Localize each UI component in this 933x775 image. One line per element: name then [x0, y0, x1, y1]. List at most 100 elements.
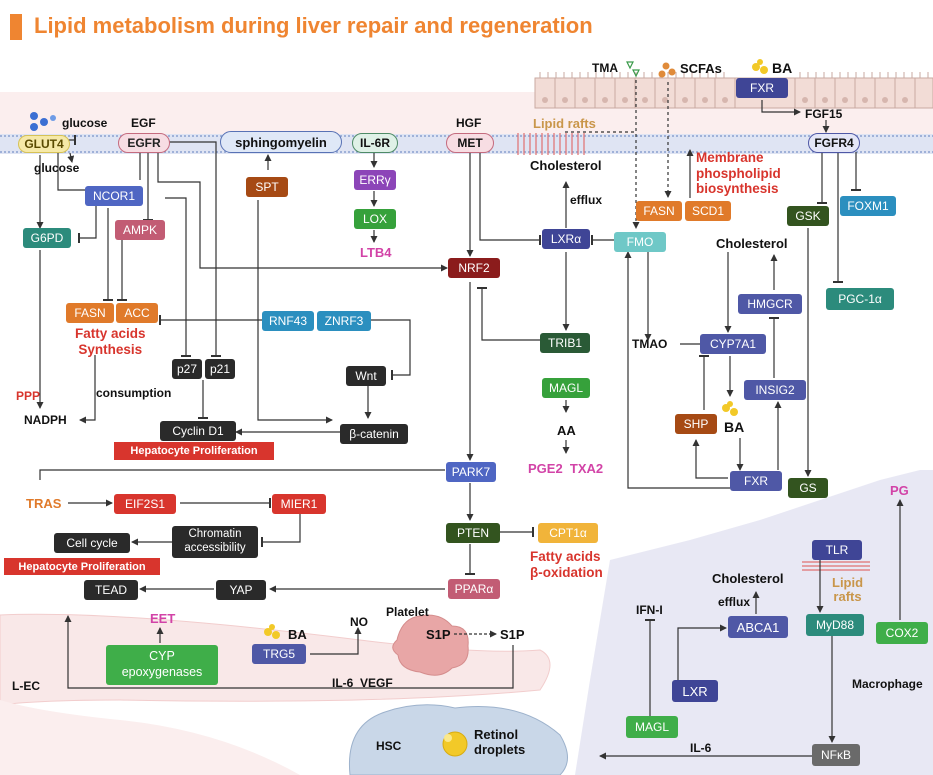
label-no: NO: [350, 615, 368, 629]
label-efflux-top: efflux: [570, 193, 603, 207]
node-trib1: TRIB1: [540, 333, 590, 353]
node-pten: PTEN: [446, 523, 500, 543]
label-ba-top: BA: [772, 60, 793, 76]
label-fatty-acids-oxidation: Fatty acids β-oxidation: [530, 549, 603, 580]
banner-hepatocyte-proliferation-1: Hepatocyte Proliferation: [114, 442, 274, 460]
node-rnf43: RNF43: [262, 311, 314, 331]
label-il6-bottom: IL-6: [690, 741, 712, 755]
label-il6-vegf: IL-6 VEGF: [332, 676, 393, 690]
label-membrane-phospholipid: Membrane phospholipid biosynthesis: [696, 150, 781, 197]
label-ltb4: LTB4: [360, 245, 392, 260]
node-fgfr4: FGFR4: [808, 133, 860, 153]
node-shp: SHP: [675, 414, 717, 434]
label-platelet: Platelet: [386, 605, 429, 619]
node-mier1: MIER1: [272, 494, 326, 514]
label-tras: TRAS: [26, 496, 62, 511]
node-fasn-left: FASN: [66, 303, 114, 323]
label-cholesterol-bottom: Cholesterol: [712, 571, 784, 586]
node-cpt1a: CPT1α: [538, 523, 598, 543]
node-met: MET: [446, 133, 494, 153]
label-efflux-bottom: efflux: [718, 595, 751, 609]
node-nfkb: NFκB: [812, 744, 860, 766]
node-glut4: GLUT4: [18, 135, 70, 153]
node-acc: ACC: [116, 303, 158, 323]
title-accent: [10, 14, 22, 40]
node-cyclin-d1: Cyclin D1: [160, 421, 236, 441]
label-pg: PG: [890, 483, 909, 498]
label-aa: AA: [557, 423, 576, 438]
node-chromatin: Chromatin accessibility: [172, 526, 258, 558]
node-ncor1: NCOR1: [85, 186, 143, 206]
node-lox: LOX: [354, 209, 396, 229]
node-fmo: FMO: [614, 232, 666, 252]
label-pge2: PGE2: [528, 461, 563, 476]
node-fasn-right: FASN: [636, 201, 682, 221]
node-sphingomyelin: sphingomyelin: [220, 131, 342, 153]
label-tma: TMA: [592, 61, 618, 75]
node-lxr: LXR: [672, 680, 718, 702]
label-lipid-rafts-top: Lipid rafts: [533, 116, 596, 131]
node-cox2: COX2: [876, 622, 928, 644]
label-ba-trg5: BA: [288, 627, 307, 642]
label-l-ec: L-EC: [12, 679, 40, 693]
banner-hepatocyte-proliferation-2: Hepatocyte Proliferation: [4, 558, 160, 575]
node-beta-catenin: β-catenin: [340, 424, 408, 444]
node-p27: p27: [172, 359, 202, 379]
node-fxr-mid: FXR: [730, 471, 782, 491]
node-scd1: SCD1: [685, 201, 731, 221]
label-scfas: SCFAs: [680, 61, 722, 76]
node-tead: TEAD: [84, 580, 138, 600]
node-tlr: TLR: [812, 540, 862, 560]
node-cell-cycle: Cell cycle: [54, 533, 130, 553]
label-s1p-left: S1P: [426, 627, 451, 642]
label-fgf15: FGF15: [805, 107, 843, 121]
node-spt: SPT: [246, 177, 288, 197]
node-magl-bottom: MAGL: [626, 716, 678, 738]
label-cholesterol-top: Cholesterol: [530, 158, 602, 173]
node-il6r: IL-6R: [352, 133, 398, 153]
chromatin-line: Chromatin accessibility: [184, 528, 246, 554]
node-gsk: GSK: [787, 206, 829, 226]
node-magl-top: MAGL: [542, 378, 590, 398]
node-ampk: AMPK: [115, 220, 165, 240]
node-cyp7a1: CYP7A1: [700, 334, 766, 354]
label-glucose-left: glucose: [34, 161, 80, 175]
node-foxm1: FOXM1: [840, 196, 896, 216]
cyp-epox-text: CYP epoxygenases: [121, 649, 203, 679]
node-g6pd: G6PD: [23, 228, 71, 248]
node-hmgcr: HMGCR: [738, 294, 802, 314]
node-ppara: PPARα: [448, 579, 500, 599]
page-title: Lipid metabolism during liver repair and…: [34, 13, 593, 38]
label-macrophage: Macrophage: [852, 677, 923, 691]
label-hsc: HSC: [376, 739, 402, 753]
label-s1p-right: S1P: [500, 627, 525, 642]
node-lxra: LXRα: [542, 229, 590, 249]
node-cyp-epoxygenases: CYP epoxygenases: [106, 645, 218, 685]
node-znrf3: ZNRF3: [317, 311, 371, 331]
label-retinol-droplets: Retinol droplets: [474, 727, 526, 757]
label-txa2: TXA2: [569, 461, 604, 476]
label-glucose-top: glucose: [62, 116, 108, 130]
label-fatty-acids-synthesis: Fatty acids Synthesis: [75, 326, 146, 357]
label-ba-mid: BA: [724, 419, 745, 435]
node-erry: ERRγ: [354, 170, 396, 190]
node-insig2: INSIG2: [744, 380, 806, 400]
node-nrf2: NRF2: [448, 258, 500, 278]
node-park7: PARK7: [446, 462, 496, 482]
label-pge2-txa2: PGE2 TXA2: [528, 462, 603, 476]
node-egfr: EGFR: [118, 133, 170, 153]
node-trg5: TRG5: [252, 644, 306, 664]
node-fxr-top: FXR: [736, 78, 788, 98]
label-tmao: TMAO: [632, 337, 668, 351]
node-wnt: Wnt: [346, 366, 386, 386]
node-gs: GS: [788, 478, 828, 498]
label-consumption: consumption: [96, 386, 172, 400]
label-eet: EET: [150, 611, 176, 626]
label-ppp: PPP: [16, 389, 41, 403]
label-cholesterol-right: Cholesterol: [716, 236, 788, 251]
label-hgf: HGF: [456, 116, 482, 130]
node-yap: YAP: [216, 580, 266, 600]
label-egf: EGF: [131, 116, 156, 130]
node-pgc1a: PGC-1α: [826, 288, 894, 310]
